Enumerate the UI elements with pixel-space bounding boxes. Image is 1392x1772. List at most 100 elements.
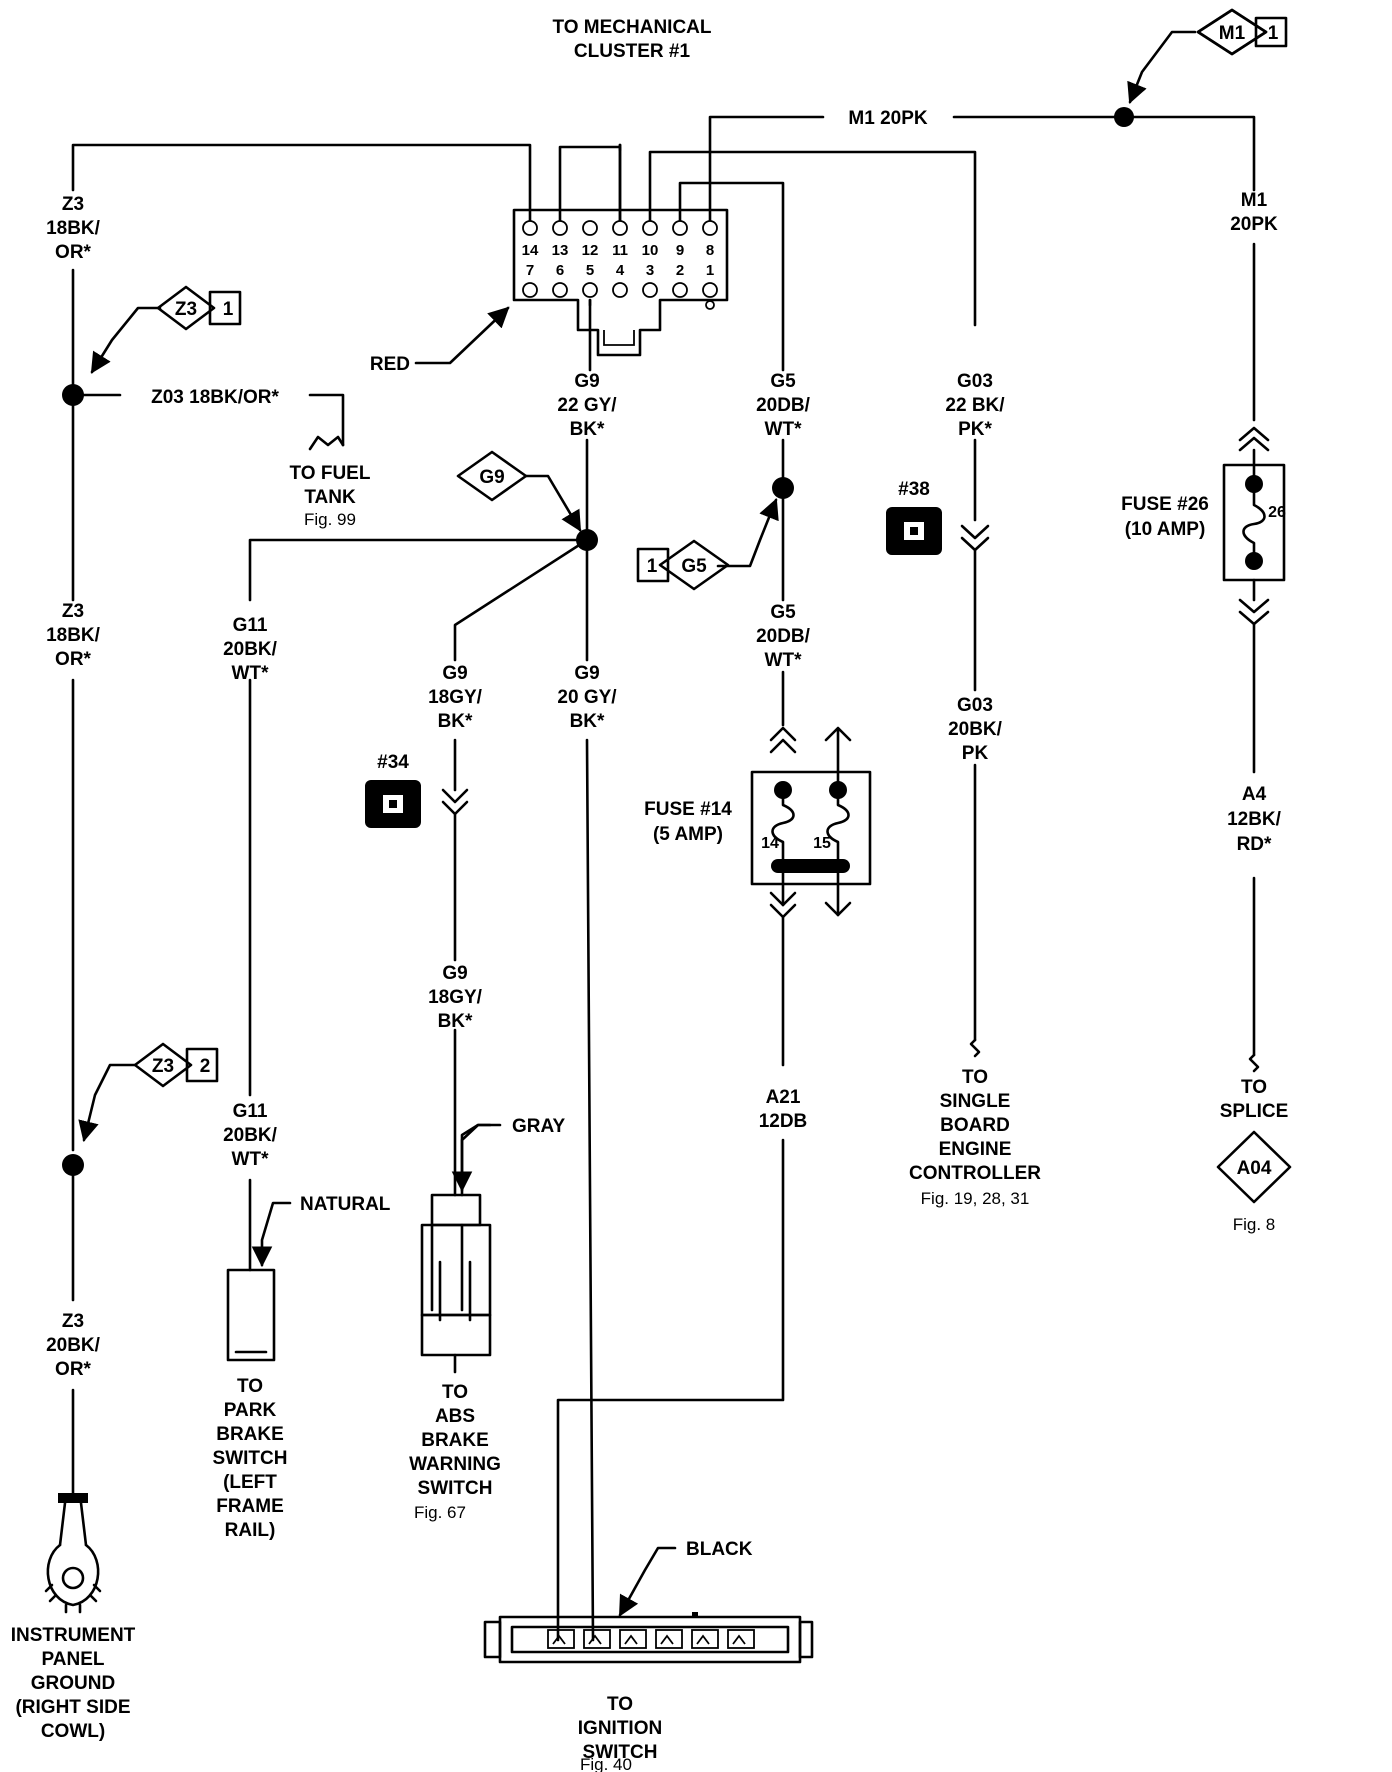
wire-m1-right-2: 20PK [1230, 214, 1278, 235]
pin-label-3: 3 [646, 262, 654, 279]
pin-label-12: 12 [582, 242, 599, 259]
wire-z3b-3: OR* [55, 649, 92, 670]
wire-z3c-1: Z3 [62, 1311, 84, 1332]
red-label: RED [370, 354, 410, 375]
wire-a21-2: 12DB [759, 1111, 808, 1132]
wire-z3c-2: 20BK/ [46, 1335, 101, 1356]
pin-label-4: 4 [616, 262, 625, 279]
g11-circuit [226, 678, 276, 1362]
fuse-26-label-2: (10 AMP) [1125, 519, 1206, 540]
splice-tag-z3-2 [133, 1042, 219, 1088]
wire-m1-top: M1 20PK [848, 108, 927, 129]
park-label-7: RAIL) [225, 1520, 276, 1541]
connector-pins-top [522, 220, 718, 310]
pin-label-6: 6 [556, 262, 564, 279]
wire-g9c-2: 20 GY/ [557, 687, 617, 708]
pin-label-2: 2 [676, 262, 684, 279]
wire-g9b-2: 18GY/ [428, 687, 483, 708]
g5-circuit [556, 181, 872, 1642]
abs-label-2: ABS [435, 1406, 475, 1427]
ground-label-5: COWL) [41, 1721, 105, 1742]
cluster-connector: 14 13 12 11 10 9 8 7 6 5 4 3 2 1 [512, 208, 729, 357]
gray-arrow [451, 1123, 502, 1193]
wire-g5b-2: 20DB/ [756, 626, 811, 647]
fuel-label-2: TANK [304, 487, 356, 508]
wire-a4-1: A4 [1242, 784, 1267, 805]
splice-g9-label: G9 [479, 467, 504, 488]
fuel-fig: Fig. 99 [304, 510, 356, 529]
wire-g03a-3: PK* [958, 419, 992, 440]
ground-label-3: GROUND [31, 1673, 115, 1694]
ground-label-1: INSTRUMENT [11, 1625, 136, 1646]
splice-z3b-label: Z3 [152, 1056, 174, 1077]
wire-g9c-3: BK* [570, 711, 605, 732]
ignition-fig: Fig. 40 [580, 1755, 632, 1772]
fuse-26-num: 26 [1268, 504, 1286, 521]
wire-g11b-3: WT* [232, 1149, 270, 1170]
splice-to-1: TO [1241, 1077, 1267, 1098]
wire-g9a-1: G9 [574, 371, 599, 392]
pin-label-5: 5 [586, 262, 594, 279]
wire-g03a-2: 22 BK/ [945, 395, 1005, 416]
wire-g5a-2: 20DB/ [756, 395, 811, 416]
wire-g11b-2: 20BK/ [223, 1125, 278, 1146]
splice-z3a-num: 1 [223, 299, 234, 320]
abs-label-4: WARNING [409, 1454, 501, 1475]
wire-z03: Z03 18BK/OR* [151, 387, 279, 408]
splice-m1-label: M1 [1219, 23, 1246, 44]
splice-fig: Fig. 8 [1233, 1215, 1276, 1234]
sbec-fig: Fig. 19, 28, 31 [921, 1189, 1030, 1208]
pin-label-7: 7 [526, 262, 534, 279]
wire-g11a-2: 20BK/ [223, 639, 278, 660]
park-label-2: PARK [224, 1400, 277, 1421]
wire-g5b-1: G5 [770, 602, 796, 623]
wire-g11a-3: WT* [232, 663, 270, 684]
park-label-1: TO [237, 1376, 263, 1397]
abs-label-5: SWITCH [418, 1478, 493, 1499]
sbec-label-2: SINGLE [940, 1091, 1011, 1112]
wire-z3-3: OR* [55, 242, 92, 263]
pin-label-14: 14 [522, 242, 539, 259]
fuse-26-label-1: FUSE #26 [1121, 494, 1209, 515]
abs-label-1: TO [442, 1382, 468, 1403]
park-label-4: SWITCH [213, 1448, 288, 1469]
ignition-switch-connector [483, 1612, 814, 1664]
wire-g5b-3: WT* [765, 650, 803, 671]
wire-g9d-2: 18GY/ [428, 987, 483, 1008]
wire-g03a-1: G03 [957, 371, 993, 392]
splice-tag-z3-1 [156, 285, 242, 331]
fuel-label-1: TO FUEL [290, 463, 371, 484]
pin-label-1: 1 [706, 262, 714, 279]
splice-a04-label: A04 [1237, 1158, 1272, 1179]
sbec-label-5: CONTROLLER [909, 1163, 1041, 1184]
wire-z3-2: 18BK/ [46, 218, 101, 239]
connector-38 [886, 507, 942, 555]
natural-arrow [251, 1201, 292, 1268]
fuse-14-num: 14 [761, 835, 779, 852]
sbec-label-3: BOARD [940, 1115, 1010, 1136]
wire-m1-right-1: M1 [1241, 190, 1268, 211]
wire-a4-2: 12BK/ [1227, 809, 1282, 830]
connector-34-label: #34 [377, 752, 409, 773]
ignition-label-3: SWITCH [583, 1742, 658, 1763]
g03-circuit [960, 438, 990, 1058]
black-label: BLACK [686, 1539, 753, 1560]
top-label-line2: CLUSTER #1 [574, 41, 691, 62]
abs-fig: Fig. 67 [414, 1503, 466, 1522]
ground-label-2: PANEL [42, 1649, 105, 1670]
splice-tag-g9 [456, 450, 528, 502]
sbec-label-4: ENGINE [939, 1139, 1012, 1160]
natural-label: NATURAL [300, 1194, 391, 1215]
pin-label-10: 10 [642, 242, 659, 259]
wire-z3c-3: OR* [55, 1359, 92, 1380]
wire-g03b-1: G03 [957, 695, 993, 716]
g9-circuit [248, 143, 622, 1642]
wire-g03b-3: PK [962, 743, 989, 764]
wire-z3b-1: Z3 [62, 601, 84, 622]
wire-g9d-1: G9 [442, 963, 467, 984]
wire-g9b-3: BK* [438, 711, 473, 732]
park-label-3: BRAKE [216, 1424, 284, 1445]
g9-abs-branch [441, 738, 469, 1197]
splice-tag-m1 [1196, 8, 1288, 56]
